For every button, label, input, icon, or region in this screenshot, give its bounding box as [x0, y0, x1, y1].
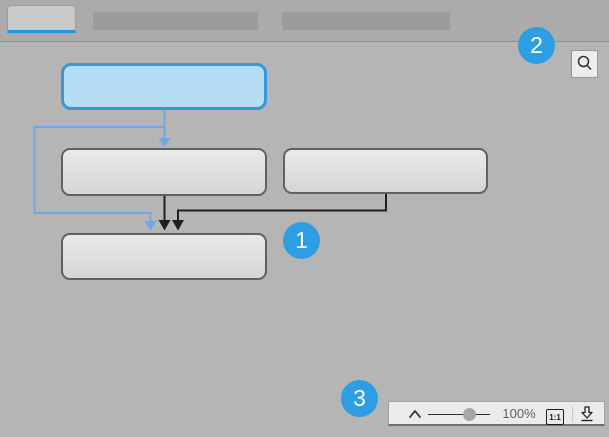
callout-badge-1: 1: [283, 222, 320, 259]
tab-2[interactable]: [93, 12, 258, 30]
search-button[interactable]: [571, 50, 598, 78]
tab-3[interactable]: [282, 12, 450, 30]
zoom-toolbar: 100% 1:1: [388, 401, 605, 426]
callout-badge-3: 3: [341, 380, 378, 417]
arrowhead-blue-left-node: [158, 138, 171, 148]
one-to-one-zoom-button[interactable]: 1:1: [546, 409, 564, 425]
download-button[interactable]: [578, 405, 596, 423]
chevron-up-icon: [409, 410, 421, 418]
download-icon: [581, 406, 593, 422]
toolbar-divider: [572, 406, 573, 422]
search-icon: [577, 55, 592, 71]
diagram-node-left[interactable]: [61, 148, 267, 196]
arrowhead-black-from-left: [158, 220, 171, 231]
arrowhead-black-from-right: [172, 220, 184, 231]
arrowhead-blue-end-node: [144, 221, 157, 231]
zoom-slider-track[interactable]: [428, 414, 490, 415]
collapse-toolbar-button[interactable]: [406, 407, 424, 421]
edge-right-to-end: [177, 194, 387, 221]
callout-badge-2: 2: [518, 27, 555, 64]
zoom-level-value: 100%: [502, 406, 536, 421]
diagram-node-right[interactable]: [283, 148, 488, 194]
diagram-node-end[interactable]: [61, 233, 267, 280]
tab-1-active[interactable]: [7, 5, 76, 33]
diagram-node-start[interactable]: [61, 63, 267, 110]
tab-bar: [0, 0, 609, 42]
zoom-slider-knob[interactable]: [463, 408, 476, 421]
